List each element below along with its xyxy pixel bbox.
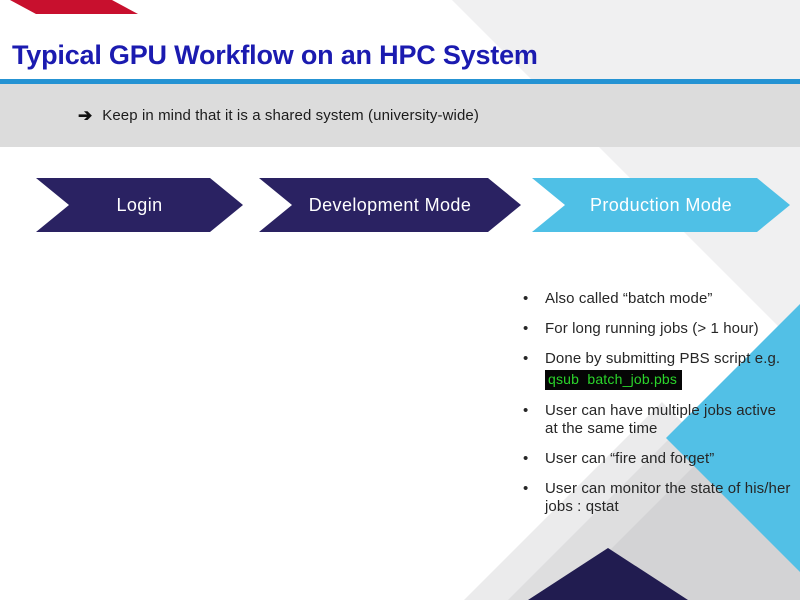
bullet-text: Done by submitting PBS script e.g.	[545, 350, 781, 367]
bullet-text: User can monitor the state of his/her jo…	[545, 480, 791, 515]
bottom-navy-triangle	[528, 548, 688, 600]
page-title: Typical GPU Workflow on an HPC System	[12, 40, 538, 70]
bullet-item: For long running jobs (> 1 hour)	[515, 320, 791, 338]
bullet-item: Also called “batch mode”	[515, 290, 791, 308]
code-snippet: qsub batch_job.pbs	[545, 370, 683, 390]
arrow-icon: ➔	[78, 106, 93, 125]
bullet-text: Also called “batch mode”	[545, 290, 713, 307]
step-chevron-production-mode: Production Mode	[532, 178, 790, 232]
bullet-text: User can have multiple jobs active at th…	[545, 402, 777, 437]
step-chevron-login: Login	[36, 178, 243, 232]
bullet-item: User can monitor the state of his/her jo…	[515, 480, 791, 516]
bullet-text: User can “fire and forget”	[545, 450, 715, 467]
note-text: Keep in mind that it is a shared system …	[102, 107, 479, 124]
title-underline	[0, 79, 800, 84]
step-label: Production Mode	[589, 194, 733, 215]
production-mode-bullet-list: Also called “batch mode” For long running…	[515, 290, 791, 528]
note-band: ➔ Keep in mind that it is a shared syste…	[0, 84, 800, 147]
bullet-text: For long running jobs (> 1 hour)	[545, 320, 759, 337]
step-label: Development Mode	[308, 194, 472, 215]
bullet-item: User can “fire and forget”	[515, 450, 791, 468]
bullet-item: Done by submitting PBS script e.g. qsub b…	[515, 350, 791, 390]
bullet-item: User can have multiple jobs active at th…	[515, 402, 791, 438]
step-label: Login	[116, 194, 163, 215]
top-left-red-ribbon	[10, 0, 138, 14]
step-chevron-development-mode: Development Mode	[259, 178, 521, 232]
